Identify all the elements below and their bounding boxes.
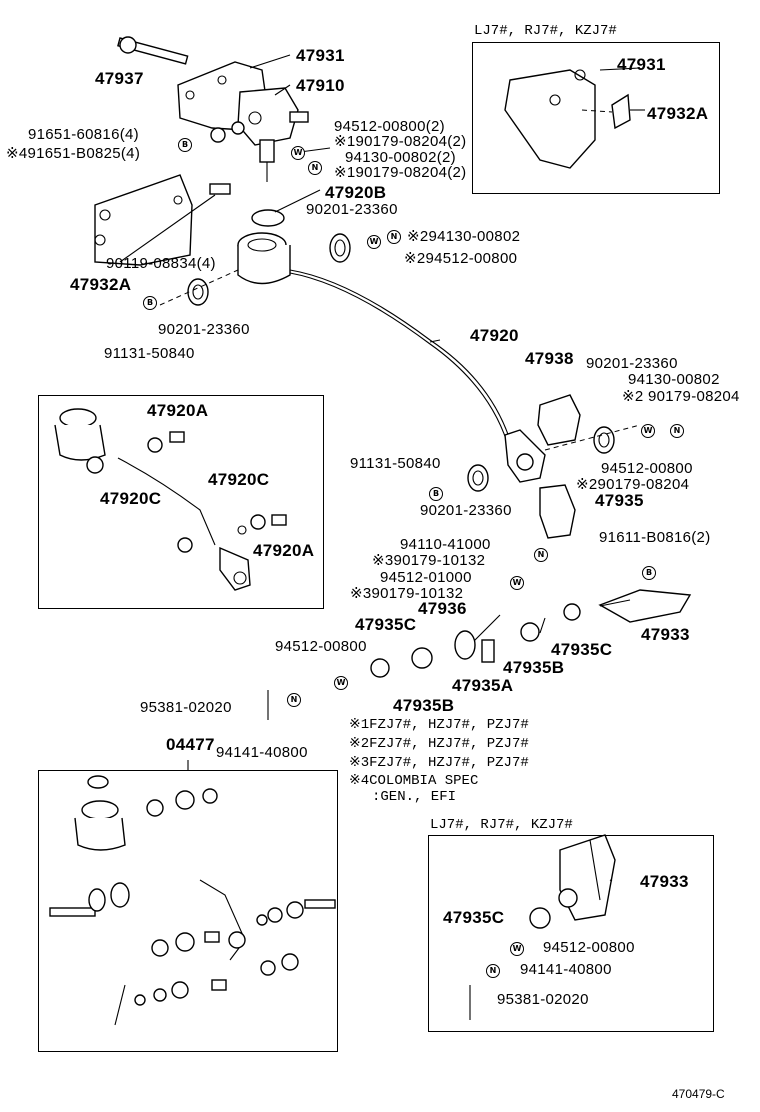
label-47920A-2: 47920A bbox=[253, 541, 315, 560]
label-47932A-box: 47932A bbox=[647, 104, 709, 123]
label-47931-box: 47931 bbox=[617, 55, 666, 74]
kit-label: 04477 bbox=[166, 735, 215, 754]
slave-cylinder-drawing bbox=[267, 394, 692, 720]
label-47935C-box: 47935C bbox=[443, 908, 505, 927]
label-90179-1: ※190179-08204(2) bbox=[334, 133, 467, 150]
note-1: ※1FZJ7#, HZJ7#, PZJ7# bbox=[349, 717, 529, 733]
label-94512-d: 94512-01000 bbox=[380, 569, 472, 586]
bottom-right-header: LJ7#, RJ7#, KZJ7# bbox=[430, 817, 573, 833]
label-90201-b: 90201-23360 bbox=[158, 321, 250, 338]
nut-symbol: N bbox=[534, 548, 548, 562]
label-94141-a: 94141-40800 bbox=[216, 744, 308, 761]
label-95381-box: 95381-02020 bbox=[497, 991, 589, 1008]
label-47935: 47935 bbox=[595, 491, 644, 510]
repair-kit-drawing bbox=[49, 775, 336, 1026]
label-94512-c: 94512-00800 bbox=[601, 460, 693, 477]
label-94512-e: 94512-00800 bbox=[275, 638, 367, 655]
label-47936: 47936 bbox=[418, 599, 467, 618]
label-90179-4: ※290179-08204 bbox=[576, 476, 690, 493]
label-94130-top: 94130-00802(2) bbox=[345, 149, 456, 166]
label-47935B-1: 47935B bbox=[503, 658, 565, 677]
nut-symbol: N bbox=[308, 161, 322, 175]
nut-symbol: N bbox=[670, 424, 684, 438]
cable-drawing bbox=[289, 269, 511, 441]
label-90201-d: 90201-23360 bbox=[420, 502, 512, 519]
label-94130-b: ※294130-00802 bbox=[407, 228, 521, 245]
repair-kit-box bbox=[38, 770, 338, 1052]
note-4-detail: :GEN., EFI bbox=[372, 789, 457, 805]
label-47931: 47931 bbox=[296, 46, 345, 65]
label-95381-a: 95381-02020 bbox=[140, 699, 232, 716]
leader-lines bbox=[187, 54, 645, 882]
label-47935C-2: 47935C bbox=[551, 640, 613, 659]
bolt-symbol: B bbox=[429, 487, 443, 501]
label-90179-5: ※390179-10132 bbox=[372, 552, 486, 569]
label-90201-c: 90201-23360 bbox=[586, 355, 678, 372]
nut-symbol: N bbox=[287, 693, 301, 707]
label-47920B: 47920B bbox=[325, 183, 387, 202]
washer-symbol: W bbox=[291, 146, 305, 160]
washer-symbol: W bbox=[510, 942, 524, 956]
label-47910: 47910 bbox=[296, 76, 345, 95]
label-47935B-2: 47935B bbox=[393, 696, 455, 715]
label-90201-a: 90201-23360 bbox=[306, 201, 398, 218]
label-94512-top: 94512-00800(2) bbox=[334, 118, 445, 135]
bolt-symbol: B bbox=[178, 138, 192, 152]
label-90119: 90119-08834(4) bbox=[106, 255, 216, 272]
label-47935C-1: 47935C bbox=[355, 615, 417, 634]
label-47920: 47920 bbox=[470, 326, 519, 345]
nut-symbol: N bbox=[486, 964, 500, 978]
label-91131-b: 91131-50840 bbox=[350, 455, 441, 472]
label-94512-box: 94512-00800 bbox=[543, 939, 635, 956]
label-90179-2: ※190179-08204(2) bbox=[334, 164, 467, 181]
label-94512-b: ※294512-00800 bbox=[404, 250, 518, 267]
washer-symbol: W bbox=[334, 676, 348, 690]
note-3: ※3FZJ7#, HZJ7#, PZJ7# bbox=[349, 755, 529, 771]
bolt-symbol: B bbox=[642, 566, 656, 580]
note-2: ※2FZJ7#, HZJ7#, PZJ7# bbox=[349, 736, 529, 752]
label-91651-a: 91651-60816(4) bbox=[28, 126, 139, 143]
washer-symbol: W bbox=[641, 424, 655, 438]
label-91651-b: ※491651-B0825(4) bbox=[6, 145, 141, 162]
label-47938: 47938 bbox=[525, 349, 574, 368]
label-47935A: 47935A bbox=[452, 676, 514, 695]
label-47920A-1: 47920A bbox=[147, 401, 209, 420]
label-94141-box: 94141-40800 bbox=[520, 961, 612, 978]
label-91611: 91611-B0816(2) bbox=[599, 529, 711, 546]
nut-symbol: N bbox=[387, 230, 401, 244]
label-94130-c: 94130-00802 bbox=[628, 371, 720, 388]
inset-box-left bbox=[38, 395, 324, 609]
label-90179-3: ※2 90179-08204 bbox=[622, 388, 740, 405]
label-47932A-left: 47932A bbox=[70, 275, 132, 294]
label-94110: 94110-41000 bbox=[400, 536, 491, 553]
bolt-symbol: B bbox=[143, 296, 157, 310]
inset-left-drawing bbox=[54, 408, 287, 591]
label-47933-box: 47933 bbox=[640, 872, 689, 891]
note-4: ※4COLOMBIA SPEC bbox=[349, 773, 479, 789]
label-47937: 47937 bbox=[95, 69, 144, 88]
label-47933-mid: 47933 bbox=[641, 625, 690, 644]
inset-box-bottom-right bbox=[428, 835, 714, 1032]
inset-top-right-drawing bbox=[504, 69, 631, 169]
figure-code: 470479-C bbox=[672, 1087, 725, 1101]
top-right-header: LJ7#, RJ7#, KZJ7# bbox=[474, 23, 617, 39]
label-90179-6: ※390179-10132 bbox=[350, 585, 464, 602]
inset-box-top-right bbox=[472, 42, 720, 194]
washer-symbol: W bbox=[510, 576, 524, 590]
label-47920C-1: 47920C bbox=[100, 489, 162, 508]
label-47920C-2: 47920C bbox=[208, 470, 270, 489]
washer-symbol: W bbox=[367, 235, 381, 249]
label-91131-a: 91131-50840 bbox=[104, 345, 195, 362]
